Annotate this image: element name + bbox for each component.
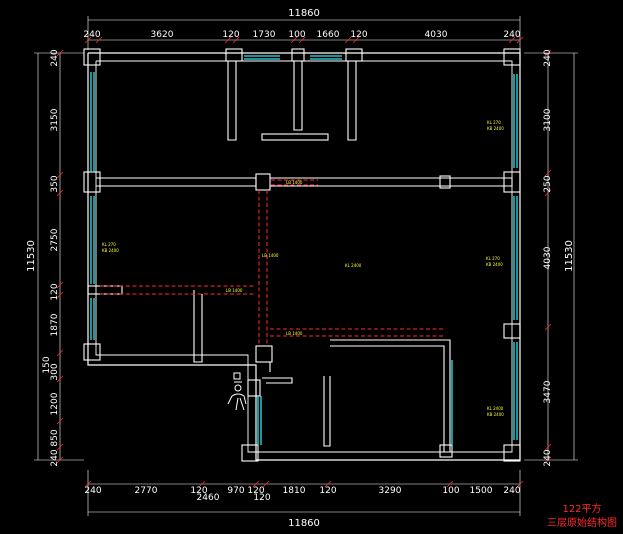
right-dims: 240 3100 250 4030 3470 240 xyxy=(543,49,553,466)
beam-label-left: LB 1400 xyxy=(226,288,243,293)
right-dim-4: 4030 xyxy=(543,246,553,269)
bottom-dim-3: 120 xyxy=(190,486,207,496)
beam-label-vertical: LB 1400 xyxy=(262,253,279,258)
room-label-top-right-2: KB 2400 xyxy=(487,126,504,131)
left-dims: 240 3150 350 2750 120 1870 150 300 1200 … xyxy=(42,49,60,466)
bottom-dim-5: 970 xyxy=(227,486,244,496)
left-dim-11: 240 xyxy=(50,449,60,466)
top-dim-2: 3620 xyxy=(151,30,174,40)
windows xyxy=(90,55,518,445)
room-label-lower-right-2: KB 2400 xyxy=(487,412,504,417)
bottom-dim-4: 2460 xyxy=(197,493,220,503)
bottom-dim-9: 120 xyxy=(319,486,336,496)
left-dim-10: 850 xyxy=(50,429,60,446)
bottom-dim-2: 2770 xyxy=(135,486,158,496)
left-dim-6: 1870 xyxy=(50,313,60,336)
right-dim-6: 240 xyxy=(543,449,553,466)
outer-walls xyxy=(87,52,521,461)
top-dim-6: 1660 xyxy=(317,30,340,40)
left-overall-dim: 11530 xyxy=(26,240,37,272)
top-dim-7: 120 xyxy=(350,30,367,40)
beam-label-top: LB 1400 xyxy=(286,180,303,185)
dimension-lines xyxy=(34,16,578,516)
room-label-mid-right-1: KL 270 xyxy=(486,256,500,261)
left-dim-2: 3150 xyxy=(50,108,60,131)
room-label-lower-right-1: KL 2400 xyxy=(487,406,504,411)
top-dim-5: 100 xyxy=(288,30,305,40)
bottom-dim-8: 1810 xyxy=(283,486,306,496)
top-dims: 240 3620 120 1730 100 1660 120 4030 240 xyxy=(83,30,520,40)
beams xyxy=(100,179,444,346)
top-dim-9: 240 xyxy=(503,30,520,40)
right-dim-1: 240 xyxy=(543,49,553,66)
top-dim-1: 240 xyxy=(83,30,100,40)
left-dim-4: 2750 xyxy=(50,228,60,251)
person-stair-icon xyxy=(227,372,247,411)
top-dim-8: 4030 xyxy=(425,30,448,40)
beam-label-lower: LB 1400 xyxy=(286,331,303,336)
room-label-left-1: KL 270 xyxy=(102,242,116,247)
left-dim-5: 120 xyxy=(50,283,60,300)
bottom-dim-1: 240 xyxy=(84,486,101,496)
left-dim-8: 300 xyxy=(50,363,60,380)
bottom-dim-6: 120 xyxy=(247,486,264,496)
dimension-ticks xyxy=(56,36,552,488)
right-dim-2: 3100 xyxy=(543,108,553,131)
caption-title: 三层原始结构图 xyxy=(547,516,617,529)
bottom-dim-12: 1500 xyxy=(470,486,493,496)
top-dim-4: 1730 xyxy=(253,30,276,40)
room-label-center: KL 2400 xyxy=(345,263,362,268)
right-dim-5: 3470 xyxy=(543,380,553,403)
left-dim-3: 350 xyxy=(50,175,60,192)
top-dim-3: 120 xyxy=(222,30,239,40)
left-dim-1: 240 xyxy=(50,49,60,66)
bottom-dim-13: 240 xyxy=(503,486,520,496)
bottom-dim-7: 120 xyxy=(253,493,270,503)
left-dim-9: 1200 xyxy=(50,392,60,415)
interior-walls xyxy=(83,48,521,462)
left-dim-7: 150 xyxy=(42,356,52,373)
right-dim-3: 250 xyxy=(543,175,553,192)
room-label-top-right-1: KL 270 xyxy=(487,120,501,125)
bottom-dim-10: 3290 xyxy=(379,486,402,496)
bottom-dims: 240 2770 120 2460 970 120 120 1810 120 3… xyxy=(84,486,520,503)
bottom-overall-dim: 11860 xyxy=(288,518,320,529)
room-label-left-2: KB 2400 xyxy=(102,248,119,253)
bottom-dim-11: 100 xyxy=(442,486,459,496)
top-overall-dim: 11860 xyxy=(288,8,320,19)
room-label-mid-right-2: KB 2400 xyxy=(486,262,503,267)
caption-area: 122平方 xyxy=(562,502,601,515)
right-overall-dim: 11530 xyxy=(564,240,575,272)
